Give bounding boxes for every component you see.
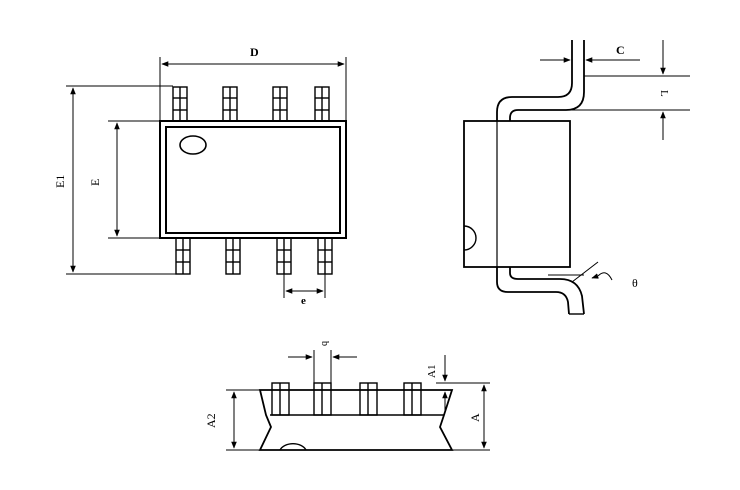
- label-L: L: [658, 90, 670, 97]
- label-E: E: [88, 179, 102, 186]
- label-A1: A1: [426, 365, 438, 378]
- dimension-e: [283, 274, 326, 298]
- package-body-inner: [165, 126, 341, 234]
- label-C: C: [616, 43, 625, 57]
- front-view: [226, 350, 490, 451]
- side-notch: [463, 225, 477, 251]
- bottom-leads: [175, 237, 333, 275]
- dimension-E: [108, 120, 160, 239]
- label-E1: E1: [53, 175, 67, 188]
- top-leads: [172, 86, 330, 122]
- front-leads: [271, 382, 422, 416]
- gull-wing-lead: [496, 40, 573, 121]
- label-A2: A2: [204, 413, 218, 428]
- label-A: A: [468, 413, 482, 422]
- dimension-b: [288, 350, 357, 383]
- dimension-A1: [436, 355, 490, 412]
- label-b: b: [319, 341, 330, 346]
- label-e: e: [301, 295, 306, 307]
- dimension-L: [566, 40, 690, 140]
- dimension-D: [159, 57, 347, 121]
- dimension-E1: [66, 85, 176, 275]
- package-body-outer: [159, 120, 347, 239]
- pin1-marker-dot: [179, 135, 207, 155]
- top-view: [66, 57, 347, 298]
- label-D: D: [250, 45, 259, 59]
- dimension-A: [452, 384, 490, 451]
- dimension-A2: [226, 389, 262, 451]
- dimension-theta: [548, 261, 613, 283]
- side-body: [463, 120, 571, 268]
- side-view: [463, 40, 690, 315]
- label-theta: θ: [632, 276, 638, 290]
